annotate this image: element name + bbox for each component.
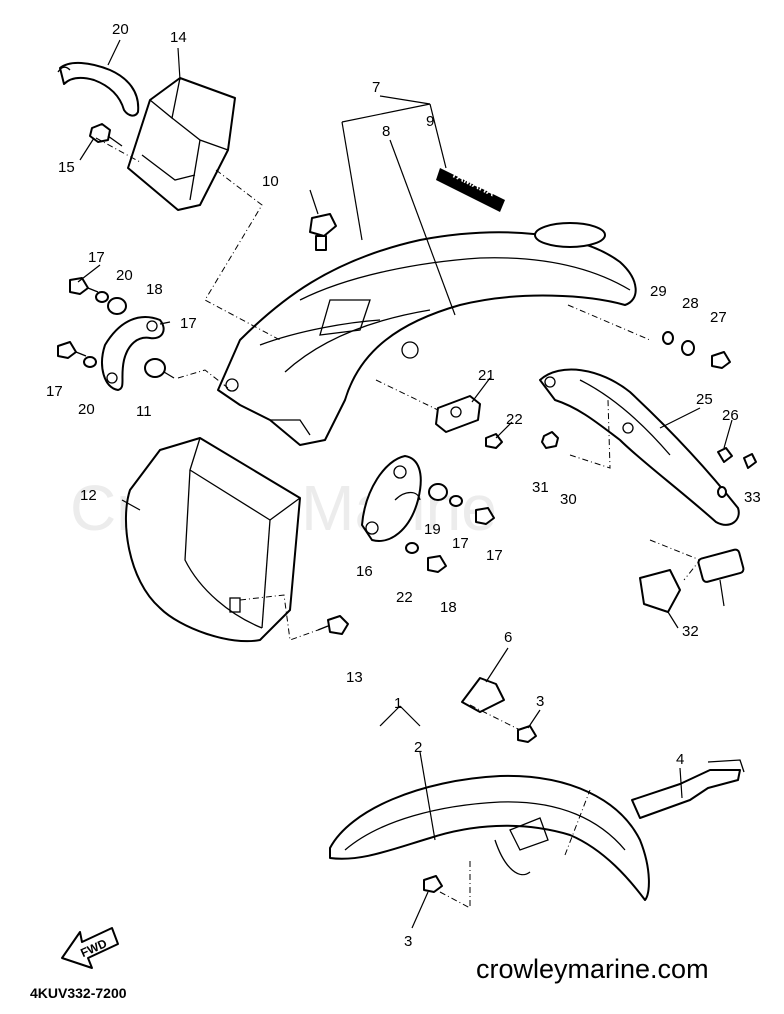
screw-31 <box>743 453 757 469</box>
bolt-3b <box>423 875 443 893</box>
callout-24: 26 <box>722 407 739 424</box>
nut-29 <box>541 431 559 449</box>
callout-23: 25 <box>696 391 713 408</box>
yamaha-decal-8: YAMAHA <box>436 168 505 212</box>
callout-8: 9 <box>426 113 434 130</box>
callout-15: 16 <box>356 563 373 580</box>
front-fender-1 <box>329 774 650 901</box>
callout-20d: 22 <box>396 589 413 606</box>
callout-27: 29 <box>650 283 667 300</box>
callout-17a: 17 <box>88 249 105 266</box>
callout-17b: 17 <box>46 383 63 400</box>
bracket-16 <box>101 316 165 391</box>
callout-14: 15 <box>58 159 75 176</box>
callout-13: 14 <box>170 29 187 46</box>
callout-22: 22 <box>506 411 523 428</box>
callout-17d: 18 <box>440 599 457 616</box>
callout-7: 8 <box>382 123 390 140</box>
drawing-code: 4KUV332-7200 <box>30 985 127 1001</box>
leader-lines <box>77 39 733 929</box>
callout-3b: 3 <box>404 933 412 950</box>
plate-30 <box>639 569 681 613</box>
bolt-9 <box>309 213 337 251</box>
bolt-3a <box>517 725 537 743</box>
washer-20d <box>405 542 419 554</box>
callout-11: 12 <box>80 487 97 504</box>
collar-18a <box>107 297 127 315</box>
bolt-22 <box>485 433 503 449</box>
callout-9: 10 <box>262 173 279 190</box>
washer-20c <box>449 495 463 507</box>
washer-32 <box>717 486 727 498</box>
clamp-21 <box>435 395 481 433</box>
washer-20a <box>95 291 109 303</box>
callout-29: 31 <box>532 479 549 496</box>
clamp-5 <box>461 677 505 713</box>
site-url: crowleymarine.com <box>476 954 709 984</box>
callout-31: 33 <box>744 489 761 506</box>
callout-26: 28 <box>682 295 699 312</box>
callout-21: 21 <box>478 367 495 384</box>
bolt-17c <box>475 507 495 525</box>
fwd-label: FWD <box>78 936 109 960</box>
callout-28: 30 <box>560 491 577 508</box>
bolt-12 <box>317 615 349 635</box>
lens-33 <box>697 548 745 583</box>
tail-bracket-23 <box>539 368 740 526</box>
fwd-arrow-icon: FWD <box>61 927 119 969</box>
bolt-17a <box>69 277 99 295</box>
bolt-25 <box>711 351 731 369</box>
bolt-17b <box>57 341 87 359</box>
callout-10: 11 <box>136 403 152 420</box>
callout-17c: 17 <box>486 547 503 564</box>
assembly-dash-lines <box>95 137 701 909</box>
collar-27 <box>662 331 674 345</box>
callout-12: 13 <box>346 669 363 686</box>
callout-25: 27 <box>710 309 727 326</box>
strap-19 <box>57 62 140 117</box>
callout-6: 7 <box>372 79 380 96</box>
callout-4: 4 <box>676 751 684 768</box>
callout-20c: 17 <box>452 535 469 552</box>
callout-16: 17 <box>180 315 197 332</box>
callout-18a: 18 <box>146 281 163 298</box>
collar-18b <box>428 483 448 501</box>
callout-2: 2 <box>414 739 422 756</box>
callout-5: 6 <box>504 629 512 646</box>
bracket-4 <box>631 759 745 819</box>
callout-20b: 20 <box>78 401 95 418</box>
callout-19: 20 <box>112 21 129 38</box>
callout-1: 1 <box>394 695 402 712</box>
fender-flap-13 <box>127 77 236 211</box>
bolt-17d <box>427 555 447 573</box>
callout-30: 32 <box>682 623 699 640</box>
bolt-10 <box>144 358 175 379</box>
bracket-15 <box>361 455 422 542</box>
callout-labels: 20 14 15 7 8 9 10 17 20 18 17 17 20 11 2… <box>46 21 761 950</box>
callout-18b: 19 <box>424 521 441 538</box>
screw-24 <box>717 447 733 463</box>
rear-fender-6 <box>217 222 637 446</box>
bolt-14 <box>89 123 123 147</box>
washer-26 <box>681 340 695 356</box>
mud-guard-11 <box>124 437 301 643</box>
callout-20a: 20 <box>116 267 133 284</box>
callout-3a: 3 <box>536 693 544 710</box>
washer-20b <box>83 356 97 368</box>
